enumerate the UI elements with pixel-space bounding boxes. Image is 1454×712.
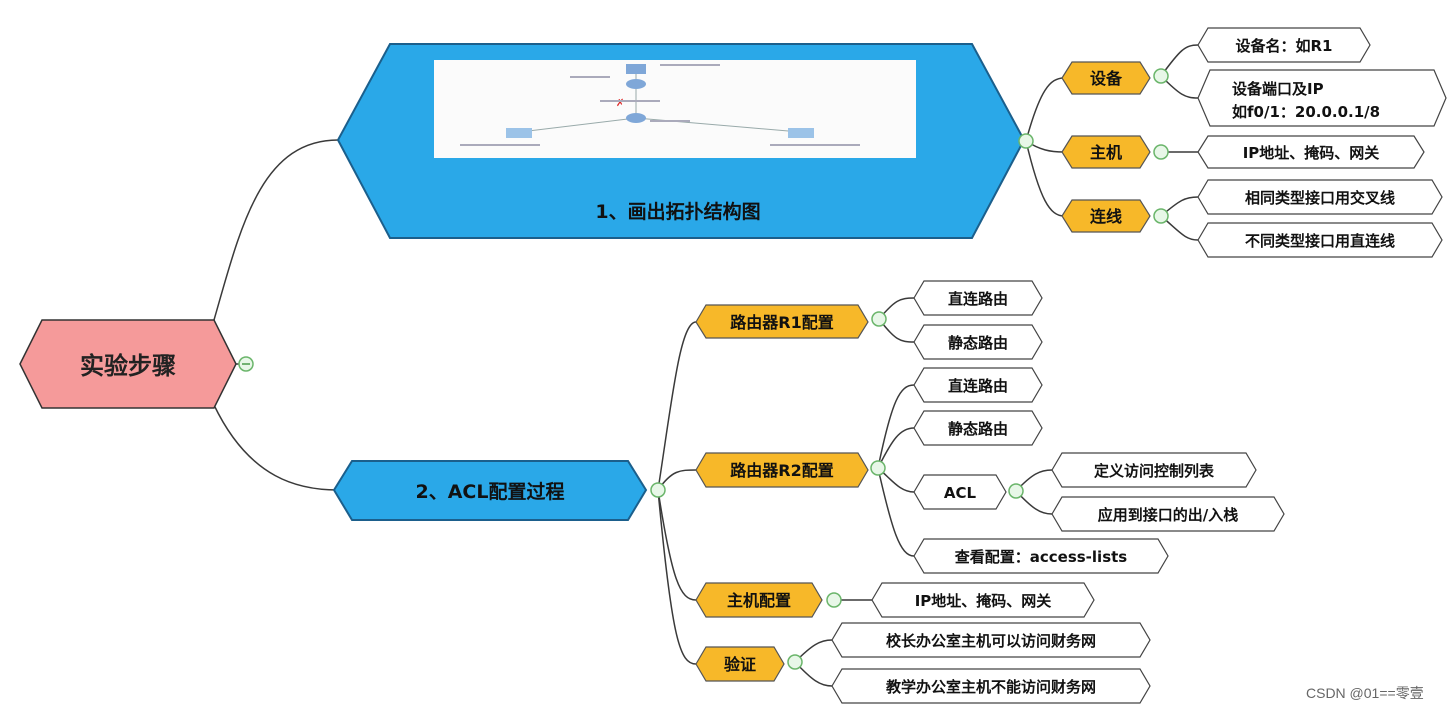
step2-node[interactable]: 2、ACL配置过程 bbox=[332, 460, 648, 521]
leaf-cross-cable[interactable]: 相同类型接口用交叉线 bbox=[1197, 179, 1443, 215]
leaf-r2-acl[interactable]: ACL bbox=[913, 474, 1007, 510]
leaf-text: 直连路由 bbox=[948, 377, 1008, 395]
leaf-text: 不同类型接口用直连线 bbox=[1245, 232, 1395, 250]
step1-node[interactable]: ✗ 1、画出拓扑结构图 bbox=[336, 43, 1026, 239]
svg-text:✗: ✗ bbox=[616, 98, 624, 109]
watermark-text: CSDN @01==零壹 bbox=[1306, 685, 1424, 701]
category-r2[interactable]: 路由器R2配置 bbox=[695, 452, 869, 488]
leaf-text: 如f0/1：20.0.0.1/8 bbox=[1232, 103, 1380, 121]
collapse-icon[interactable] bbox=[1153, 144, 1169, 160]
category-device[interactable]: 设备 bbox=[1061, 61, 1151, 95]
leaf-r1-static[interactable]: 静态路由 bbox=[913, 324, 1043, 360]
category-r2-label: 路由器R2配置 bbox=[730, 461, 833, 480]
root-label: 实验步骤 bbox=[80, 352, 176, 380]
leaf-device-port[interactable]: 设备端口及IP 如f0/1：20.0.0.1/8 bbox=[1197, 69, 1447, 127]
leaf-text: 相同类型接口用交叉线 bbox=[1245, 189, 1395, 207]
leaf-r2-static[interactable]: 静态路由 bbox=[913, 410, 1043, 446]
leaf-r2-direct[interactable]: 直连路由 bbox=[913, 367, 1043, 403]
step2-label: 2、ACL配置过程 bbox=[416, 481, 565, 503]
collapse-icon[interactable] bbox=[871, 311, 887, 327]
leaf-text: 教学办公室主机不能访问财务网 bbox=[885, 678, 1096, 696]
leaf-acl-apply[interactable]: 应用到接口的出/入栈 bbox=[1051, 496, 1285, 532]
category-verify-label: 验证 bbox=[724, 655, 756, 674]
leaf-host-ip[interactable]: IP地址、掩码、网关 bbox=[1197, 135, 1425, 169]
leaf-text: 直连路由 bbox=[948, 290, 1008, 308]
leaf-r1-direct[interactable]: 直连路由 bbox=[913, 280, 1043, 316]
category-host[interactable]: 主机 bbox=[1061, 135, 1151, 169]
category-wiring[interactable]: 连线 bbox=[1061, 199, 1151, 233]
leaf-r2-show[interactable]: 查看配置：access-lists bbox=[913, 538, 1169, 574]
leaf-text: 定义访问控制列表 bbox=[1094, 462, 1215, 480]
category-r1[interactable]: 路由器R1配置 bbox=[695, 304, 869, 339]
leaf-text: 设备端口及IP bbox=[1232, 80, 1324, 98]
category-wiring-label: 连线 bbox=[1090, 207, 1122, 226]
collapse-icon[interactable] bbox=[650, 482, 666, 498]
root-node[interactable]: 实验步骤 bbox=[19, 319, 237, 409]
leaf-device-name[interactable]: 设备名：如R1 bbox=[1197, 27, 1371, 63]
leaf-text: IP地址、掩码、网关 bbox=[1243, 144, 1380, 162]
category-host-config-label: 主机配置 bbox=[727, 591, 791, 610]
leaf-text: 校长办公室主机可以访问财务网 bbox=[886, 632, 1096, 650]
leaf-text: 应用到接口的出/入栈 bbox=[1098, 506, 1238, 524]
leaf-text: ACL bbox=[944, 484, 977, 502]
category-device-label: 设备 bbox=[1090, 69, 1123, 88]
category-r1-label: 路由器R1配置 bbox=[730, 313, 833, 332]
leaf-text: 设备名：如R1 bbox=[1236, 37, 1333, 55]
collapse-icon[interactable] bbox=[787, 654, 803, 670]
leaf-host-config-ip[interactable]: IP地址、掩码、网关 bbox=[871, 582, 1095, 618]
collapse-icon[interactable] bbox=[1018, 133, 1034, 149]
collapse-icon[interactable] bbox=[826, 592, 842, 608]
collapse-icon[interactable] bbox=[1153, 68, 1169, 84]
leaf-verify-teaching[interactable]: 教学办公室主机不能访问财务网 bbox=[831, 668, 1151, 704]
collapse-icon[interactable] bbox=[1008, 483, 1024, 499]
step1-label: 1、画出拓扑结构图 bbox=[595, 200, 760, 223]
category-verify[interactable]: 验证 bbox=[695, 646, 785, 682]
leaf-acl-define[interactable]: 定义访问控制列表 bbox=[1051, 452, 1257, 488]
leaf-text: 查看配置：access-lists bbox=[955, 548, 1128, 566]
leaf-text: 静态路由 bbox=[948, 420, 1008, 438]
leaf-text: IP地址、掩码、网关 bbox=[915, 592, 1052, 610]
collapse-icon[interactable] bbox=[870, 460, 886, 476]
collapse-icon[interactable] bbox=[1153, 208, 1169, 224]
category-host-label: 主机 bbox=[1090, 143, 1122, 162]
category-host-config[interactable]: 主机配置 bbox=[695, 582, 823, 618]
leaf-verify-principal[interactable]: 校长办公室主机可以访问财务网 bbox=[831, 622, 1151, 658]
leaf-straight-cable[interactable]: 不同类型接口用直连线 bbox=[1197, 222, 1443, 258]
topology-image: ✗ bbox=[434, 60, 916, 158]
leaf-text: 静态路由 bbox=[948, 334, 1008, 352]
